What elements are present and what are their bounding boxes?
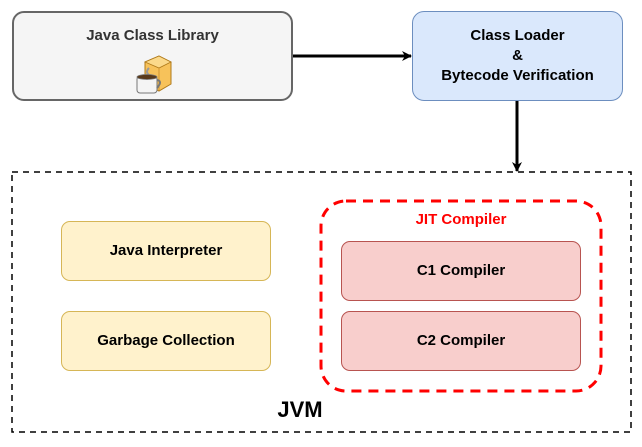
c1-compiler-label: C1 Compiler [416,262,506,279]
java-class-library-node[interactable]: Java Class Library [12,11,293,101]
c1-compiler-node[interactable]: C1 Compiler [341,241,581,301]
class-loader-label-line-1: Class Loader [470,27,565,44]
jit-compiler-container [319,199,603,393]
class-loader-label-line-3: Bytecode Verification [441,67,594,84]
java-coffee-cup-icon [133,54,173,102]
garbage-collection-node[interactable]: Garbage Collection [61,311,271,371]
jvm-container [11,171,632,433]
garbage-collection-label: Garbage Collection [97,332,235,349]
java-interpreter-label: Java Interpreter [109,242,223,259]
java-class-library-label: Java Class Library [86,27,219,44]
c2-compiler-label: C2 Compiler [416,332,506,349]
java-interpreter-node[interactable]: Java Interpreter [61,221,271,281]
jvm-label: JVM [277,397,323,422]
class-loader-label-line-2: & [512,47,523,64]
jit-compiler-label: JIT Compiler [415,211,507,228]
class-loader-node[interactable]: Class Loader & Bytecode Verification [412,11,623,101]
c2-compiler-node[interactable]: C2 Compiler [341,311,581,371]
